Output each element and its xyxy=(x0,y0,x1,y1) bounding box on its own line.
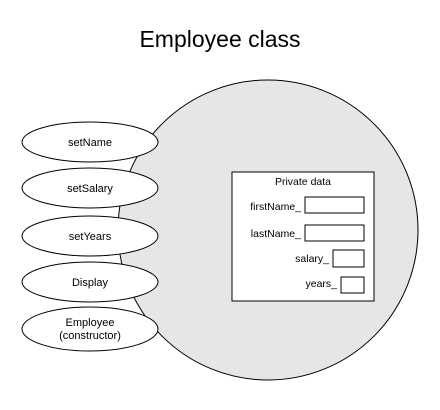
field-label: lastName_ xyxy=(251,228,301,240)
method-set-years: setYears xyxy=(21,215,159,257)
method-set-name: setName xyxy=(21,121,159,163)
field-salary: salary_ xyxy=(295,249,365,268)
field-value-box xyxy=(332,249,365,268)
method-label-line-1: Employee xyxy=(66,317,115,329)
method-label: setName xyxy=(68,137,112,149)
diagram-title: Employee class xyxy=(139,26,300,52)
field-label: salary_ xyxy=(295,253,329,265)
private-data-box: Private data firstName_ lastName_ salary… xyxy=(231,171,375,302)
method-constructor: Employee (constructor) xyxy=(21,306,159,352)
field-value-box xyxy=(340,276,365,294)
method-ellipse xyxy=(21,121,159,163)
method-ellipse xyxy=(21,261,159,303)
method-display: Display xyxy=(21,261,159,303)
method-ellipse xyxy=(21,306,159,352)
field-value-box xyxy=(304,196,365,214)
field-last-name: lastName_ xyxy=(251,224,365,242)
method-set-salary: setSalary xyxy=(21,167,159,209)
field-value-box xyxy=(304,224,365,242)
field-first-name: firstName_ xyxy=(250,196,365,214)
field-label: firstName_ xyxy=(250,201,301,213)
field-label: years_ xyxy=(305,278,337,290)
method-ellipse xyxy=(21,167,159,209)
method-label-line-2: (constructor) xyxy=(59,330,121,342)
field-years: years_ xyxy=(305,276,365,294)
method-label: setSalary xyxy=(67,183,113,195)
method-label: Display xyxy=(72,277,109,289)
method-label: setYears xyxy=(69,231,112,243)
private-data-heading: Private data xyxy=(275,176,331,188)
method-ellipse xyxy=(21,215,159,257)
